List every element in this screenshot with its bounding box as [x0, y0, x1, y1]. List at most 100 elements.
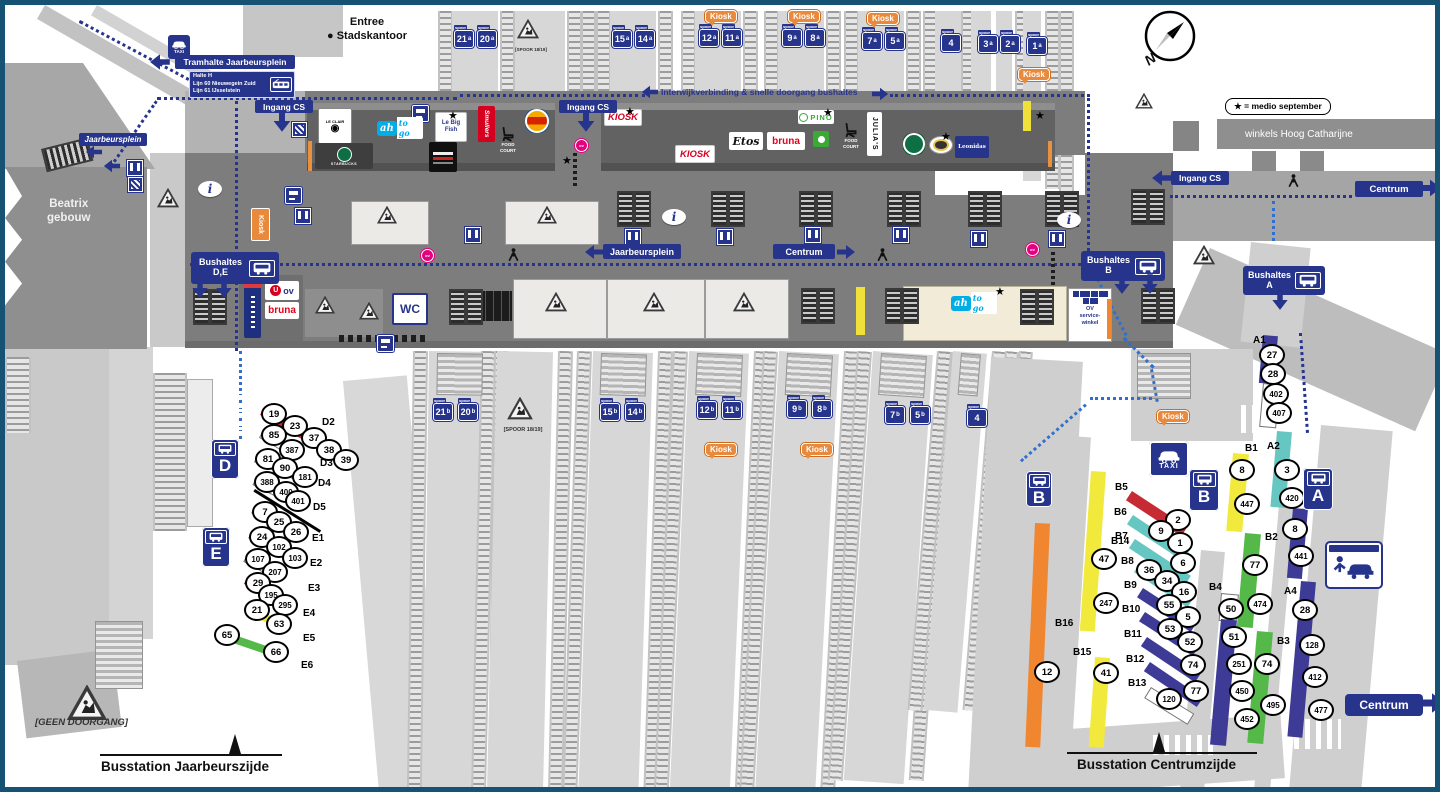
bus-stop-450: 450 — [1229, 680, 1255, 702]
geen-doorgang-text: [GEEN DOORGANG] — [35, 717, 128, 728]
bus-sign-b-west: B — [1026, 471, 1052, 507]
medio-september-star: ★ — [448, 110, 458, 122]
bus-stop-52: 52 — [1177, 631, 1203, 653]
escalator-icon — [1020, 289, 1037, 325]
centrum-sign-bottom: Centrum — [1345, 694, 1423, 716]
bus-stop-8: 8 — [1229, 459, 1255, 481]
accent-strip — [1048, 141, 1052, 167]
ov-line2: service- — [1079, 313, 1101, 320]
bus-stop-474: 474 — [1247, 593, 1273, 615]
concourse-south-edge — [185, 341, 1173, 348]
construction-icon — [359, 302, 379, 320]
escalator-icon — [904, 191, 921, 227]
centrum-sign-mid: Centrum — [773, 244, 835, 259]
escalator-icon — [1037, 289, 1054, 325]
kiss-and-ride-sign — [1325, 541, 1383, 589]
bus-sign-e: E — [202, 527, 230, 567]
title-pointer-right — [1153, 732, 1165, 752]
shops-roof — [307, 103, 555, 110]
dock-label-B13: B13 — [1128, 678, 1147, 689]
letter-b: B — [1032, 488, 1046, 507]
bus-stop-9: 9 — [1148, 520, 1174, 542]
walk-route-dots — [1272, 201, 1275, 241]
stairs-to-busstation — [1137, 353, 1191, 399]
dock-label-E1: E1 — [312, 533, 325, 544]
ov-line3: winkel — [1081, 320, 1099, 327]
bus-stop-53: 53 — [1157, 618, 1183, 640]
rail-track — [826, 11, 841, 91]
dock-label-E2: E2 — [310, 558, 323, 569]
beatrix-line1: Beatrix — [49, 198, 89, 210]
stairs-sign-icon — [128, 177, 143, 192]
accent-strip — [308, 141, 312, 171]
dock-label-A4: A4 — [1284, 586, 1297, 597]
centrum-sign-topright: Centrum — [1355, 181, 1423, 197]
zebra-crossing — [1153, 735, 1215, 755]
accent-strip — [1107, 299, 1111, 339]
pedestrian-icon — [508, 248, 519, 265]
elevator-icon — [971, 231, 987, 247]
shop-wc: WC — [392, 293, 428, 325]
shop-le-clair: LE CLAIR◉ — [318, 108, 352, 144]
bus-stop-47: 47 — [1091, 548, 1117, 570]
dock-label-B8: B8 — [1121, 556, 1134, 567]
shop-kiosk-shop-1: KIOSK — [604, 109, 642, 126]
bus-stop-77: 77 — [1242, 554, 1268, 576]
spoor-micro-label: spoor — [812, 395, 826, 400]
dock-label-E3: E3 — [308, 583, 321, 594]
escalator-icon — [1148, 189, 1165, 225]
dock-label-B7: B7 — [1115, 531, 1128, 542]
bus-stop-55: 55 — [1156, 594, 1182, 616]
title-right-text: Busstation Centrumzijde — [1077, 757, 1237, 772]
elevator-icon — [127, 160, 143, 176]
spoor-micro-label: spoor — [635, 25, 649, 30]
bus-stop-26: 26 — [283, 521, 309, 543]
dock-label-E5: E5 — [303, 633, 316, 644]
entree-line1: Entree — [349, 16, 385, 28]
bus-stop-128: 128 — [1299, 634, 1325, 656]
dock-label-D4: D4 — [318, 478, 331, 489]
taxi-text: TAXI — [174, 49, 184, 54]
escalator-icon — [634, 191, 651, 227]
medio-september-star: ★ — [823, 107, 833, 119]
title-line-right — [1067, 752, 1257, 754]
ingang-cs-text: Ingang CS — [1178, 173, 1222, 183]
escalator-icon — [968, 191, 985, 227]
medio-september-star: ★ — [995, 286, 1005, 298]
shop-le-big-fish: Le Big Fish — [435, 112, 467, 142]
medio-september-star: ★ — [1035, 110, 1045, 122]
bus-stop-412: 412 — [1302, 666, 1328, 688]
dock-label-D5: D5 — [313, 502, 326, 513]
interwijk-text: Interwijkverbinding & snelle doorgang bu… — [661, 87, 858, 97]
escalator-icon — [617, 191, 634, 227]
direction-arrow — [86, 146, 102, 159]
construction-icon — [507, 397, 533, 420]
spoor-micro-label: spoor — [433, 398, 447, 403]
title-line-left — [100, 754, 282, 756]
construction-icon — [1135, 93, 1153, 109]
bus-icon — [249, 259, 275, 277]
letter-d: D — [218, 456, 232, 475]
bus-stop-85: 85 — [261, 424, 287, 446]
rail-track — [844, 11, 859, 91]
spoor-micro-label: spoor — [862, 27, 876, 32]
dock-label-A2: A2 — [1267, 441, 1280, 452]
spoor-micro-label: spoor — [722, 396, 736, 401]
elevator-icon — [805, 227, 821, 243]
dock-label-B10: B10 — [1122, 604, 1141, 615]
spoor-micro-label: spoor — [787, 395, 801, 400]
bus-stop-103: 103 — [282, 547, 308, 569]
rail-platform — [515, 11, 565, 91]
pedestrian-icon — [1288, 174, 1299, 191]
direction-arrow — [872, 88, 888, 101]
bus-stop-251: 251 — [1226, 653, 1252, 675]
letter-a: A — [1311, 486, 1325, 505]
shop-oval-logo — [929, 136, 953, 154]
bus-icon — [1135, 257, 1161, 275]
